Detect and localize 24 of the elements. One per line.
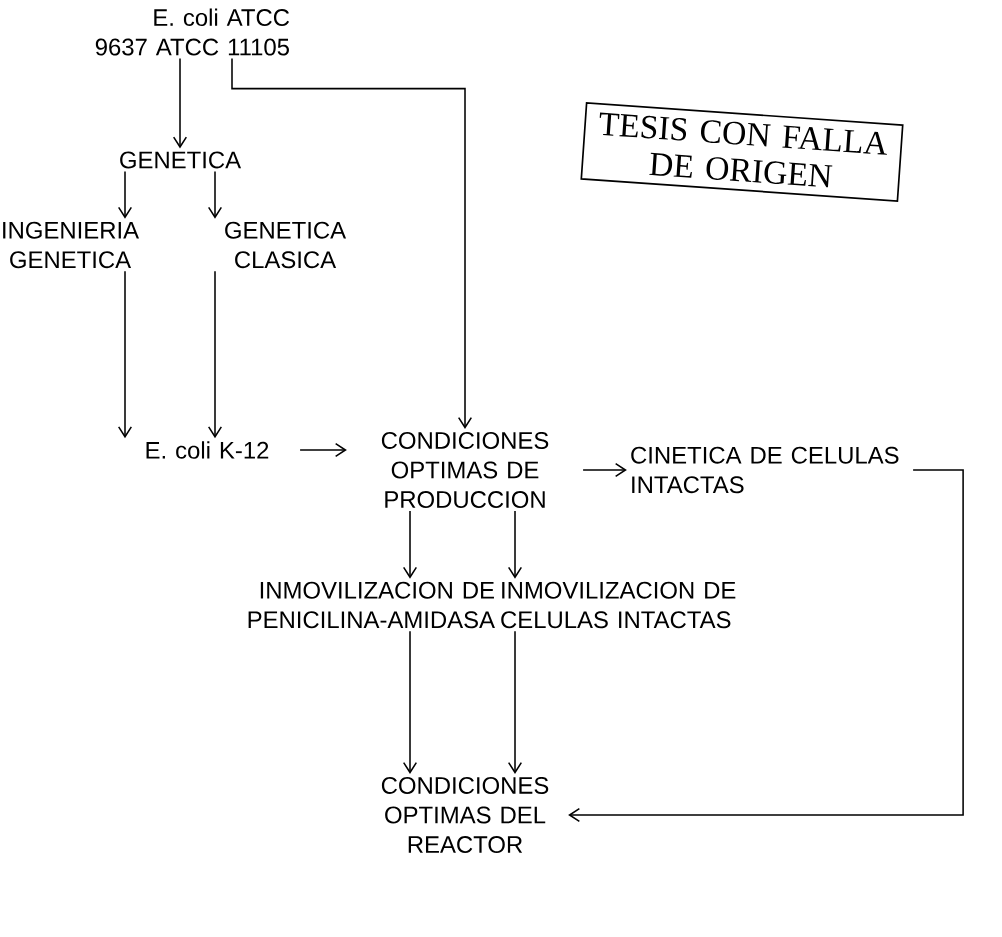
arrow bbox=[117, 270, 133, 439]
arrow bbox=[172, 57, 188, 149]
stamp-box: TESIS CON FALLA DE ORIGEN bbox=[580, 102, 904, 202]
stage-text: CONDICIONES OPTIMAS DE PRODUCCION bbox=[381, 432, 549, 508]
stage-text: INMOVILIZACION DE PENICILINA-AMIDASA bbox=[248, 581, 495, 629]
stage-text: GENETICA bbox=[120, 151, 242, 169]
arrow bbox=[231, 57, 473, 429]
arrow bbox=[207, 270, 223, 439]
strain-label: E. coli K-12 bbox=[146, 441, 269, 459]
stage-text: INMOVILIZACION DE CELULAS INTACTAS bbox=[501, 581, 736, 629]
arrow bbox=[507, 630, 523, 774]
arrow bbox=[402, 630, 418, 774]
arrow bbox=[582, 462, 627, 478]
stage-text: INGENIERIA GENETICA bbox=[3, 221, 139, 269]
arrow bbox=[402, 510, 418, 579]
arrow bbox=[568, 469, 964, 823]
strain-label: E. coli ATCC 9637 ATCC 11105 bbox=[95, 8, 290, 56]
arrow bbox=[507, 510, 523, 579]
arrow bbox=[117, 170, 133, 219]
arrow bbox=[207, 170, 223, 219]
stage-text: GENETICA CLASICA bbox=[225, 221, 347, 269]
stage-text: CONDICIONES OPTIMAS DEL REACTOR bbox=[381, 777, 549, 853]
arrow bbox=[299, 442, 347, 458]
stage-text: CINETICA DE CELULAS INTACTAS bbox=[631, 446, 899, 494]
